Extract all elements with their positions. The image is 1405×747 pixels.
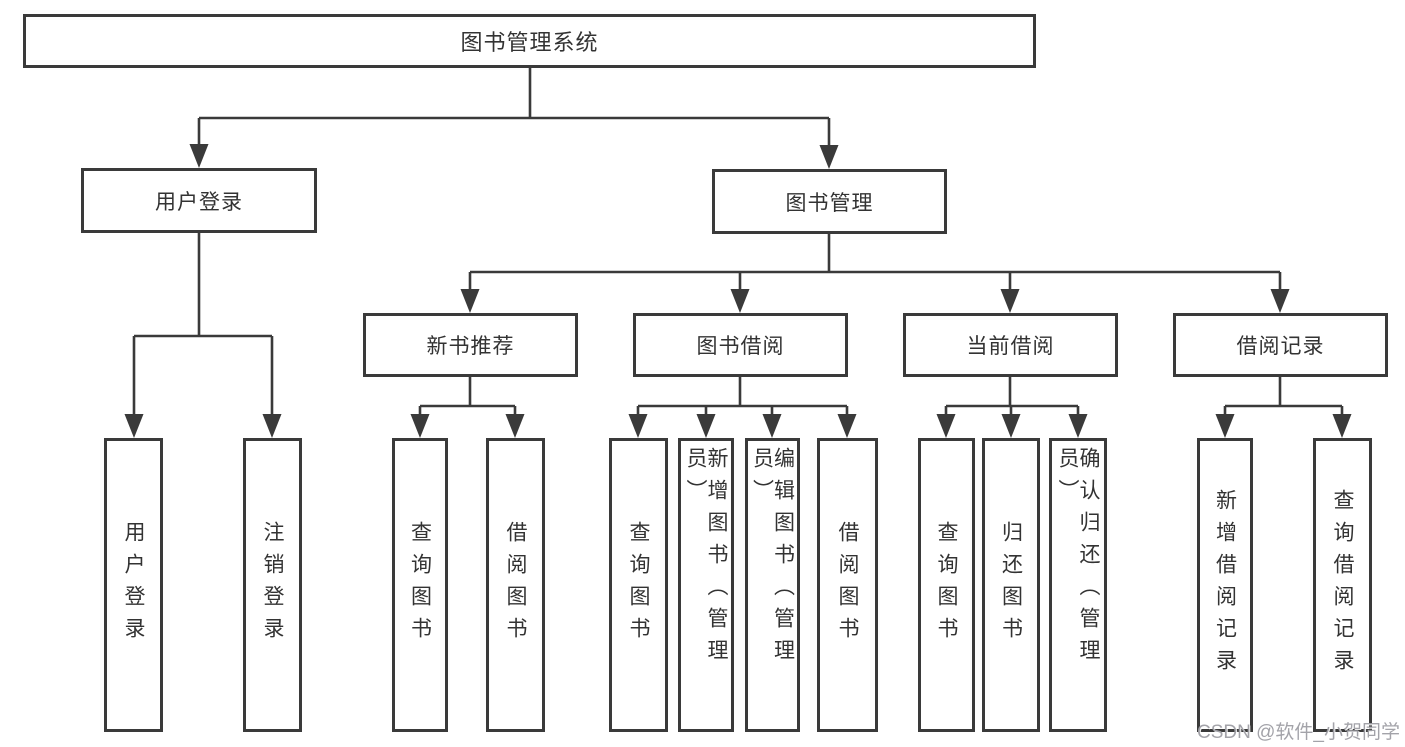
arrow-down-icon [1270, 289, 1290, 313]
node-label: 图书管理 [785, 191, 874, 215]
arrow-down-icon [762, 414, 782, 438]
node-label: 借阅图书 [836, 521, 859, 649]
csdn-watermark: CSDN @软件_小贺同学 [1197, 722, 1400, 743]
node-label: 查询借阅记录 [1331, 489, 1354, 681]
leaf-current-return-books: 归还图书 [982, 438, 1040, 732]
node-label: 确认归还（管理员） [1056, 447, 1100, 671]
leaf-borrow-borrow-books: 借阅图书 [817, 438, 878, 732]
arrow-down-icon [936, 414, 956, 438]
node-label: 查询图书 [935, 521, 958, 649]
arrow-down-icon [505, 414, 525, 438]
node-label: 查询图书 [627, 521, 650, 649]
node-label: 图书管理系统 [460, 30, 599, 55]
arrow-down-icon [1215, 414, 1235, 438]
leaf-borrow-query-books: 查询图书 [609, 438, 668, 732]
leaf-user-login: 用户登录 [104, 438, 163, 732]
leaf-newbook-borrow-books: 借阅图书 [486, 438, 545, 732]
node-book-borrow: 图书借阅 [633, 313, 848, 377]
connector-root-to-level2 [189, 68, 839, 169]
leaf-current-confirm-return-admin: 确认归还（管理员） [1049, 438, 1107, 732]
arrow-down-icon [262, 414, 282, 438]
leaf-logout: 注销登录 [243, 438, 302, 732]
connector-borrow-records-to-children [1215, 377, 1352, 438]
node-label: 新书推荐 [426, 335, 515, 358]
arrow-down-icon [819, 145, 839, 169]
node-root-system: 图书管理系统 [23, 14, 1036, 68]
connector-user-login-to-children [124, 233, 282, 438]
arrow-down-icon [837, 414, 857, 438]
leaf-records-add-record: 新增借阅记录 [1197, 438, 1253, 732]
node-label: 借阅图书 [504, 521, 527, 649]
node-current-borrow: 当前借阅 [903, 313, 1118, 377]
node-new-book-recommend: 新书推荐 [363, 313, 578, 377]
node-label: 编辑图书（管理员） [750, 447, 795, 671]
leaf-borrow-add-books-admin: 新增图书（管理员） [678, 438, 734, 732]
arrow-down-icon [124, 414, 144, 438]
arrow-down-icon [410, 414, 430, 438]
connector-new-book-to-children [410, 377, 525, 438]
node-label: 借阅记录 [1236, 335, 1325, 358]
node-label: 新增图书（管理员） [684, 447, 728, 671]
leaf-current-query-books: 查询图书 [918, 438, 975, 732]
arrow-down-icon [1000, 289, 1020, 313]
arrow-down-icon [730, 289, 750, 313]
node-label: 图书借阅 [696, 335, 785, 358]
node-label: 新增借阅记录 [1213, 489, 1237, 681]
node-borrow-records: 借阅记录 [1173, 313, 1388, 377]
node-label: 用户登录 [155, 190, 243, 214]
node-label: 用户登录 [122, 521, 145, 649]
leaf-borrow-edit-books-admin: 编辑图书（管理员） [745, 438, 800, 732]
arrow-down-icon [1001, 414, 1021, 438]
arrow-down-icon [460, 289, 480, 313]
node-label: 归还图书 [999, 521, 1023, 649]
node-label: 注销登录 [261, 521, 284, 649]
leaf-newbook-query-books: 查询图书 [392, 438, 448, 732]
node-label: 当前借阅 [966, 335, 1055, 358]
arrow-down-icon [628, 414, 648, 438]
leaf-records-query-record: 查询借阅记录 [1313, 438, 1372, 732]
connector-current-borrow-to-children [936, 377, 1088, 438]
connector-book-borrow-to-children [628, 377, 857, 438]
arrow-down-icon [1068, 414, 1088, 438]
arrow-down-icon [1332, 414, 1352, 438]
node-label: 查询图书 [408, 521, 432, 649]
node-user-login: 用户登录 [81, 168, 317, 233]
node-book-management: 图书管理 [712, 169, 947, 234]
arrow-down-icon [189, 144, 209, 168]
connector-book-management-to-modules [460, 234, 1290, 313]
arrow-down-icon [696, 414, 716, 438]
